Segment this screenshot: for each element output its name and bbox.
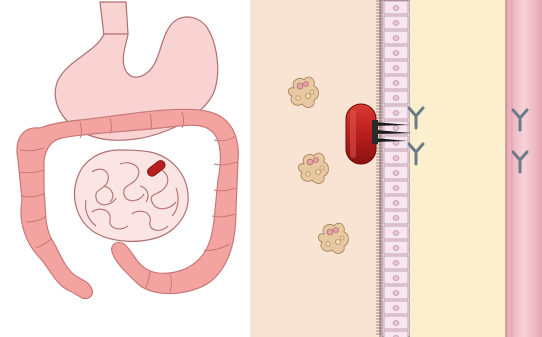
cell-nucleus — [393, 261, 399, 266]
epithelial-cells — [384, 1, 408, 337]
cell-nucleus — [393, 111, 399, 116]
cell-nucleus — [393, 171, 399, 176]
gi-tract-illustration — [0, 0, 250, 337]
needle-base — [372, 120, 378, 144]
cell-nucleus — [393, 201, 399, 206]
cell-nucleus — [393, 186, 399, 191]
cell-nucleus — [393, 21, 399, 26]
cell-nucleus — [393, 36, 399, 41]
cell-nucleus — [393, 276, 399, 281]
cell-nucleus — [393, 96, 399, 101]
cell-nucleus — [393, 66, 399, 71]
cell-nucleus — [393, 51, 399, 56]
tissue-cross-section-panel — [250, 0, 542, 337]
lamina-propria — [410, 0, 506, 337]
cell-nucleus — [393, 6, 399, 11]
esophagus — [100, 2, 128, 36]
gi-tract-panel — [0, 0, 250, 337]
cell-nucleus — [393, 246, 399, 251]
cell-nucleus — [393, 81, 399, 86]
cell-nucleus — [393, 321, 399, 326]
cell-nucleus — [393, 306, 399, 311]
cell-nucleus — [393, 216, 399, 221]
blood-vessel — [506, 0, 542, 337]
capsule-large — [346, 104, 376, 164]
cell-nucleus — [393, 126, 399, 131]
cell-nucleus — [393, 156, 399, 161]
cell-nucleus — [393, 231, 399, 236]
cell-nucleus — [393, 291, 399, 296]
tissue-illustration — [250, 0, 542, 337]
